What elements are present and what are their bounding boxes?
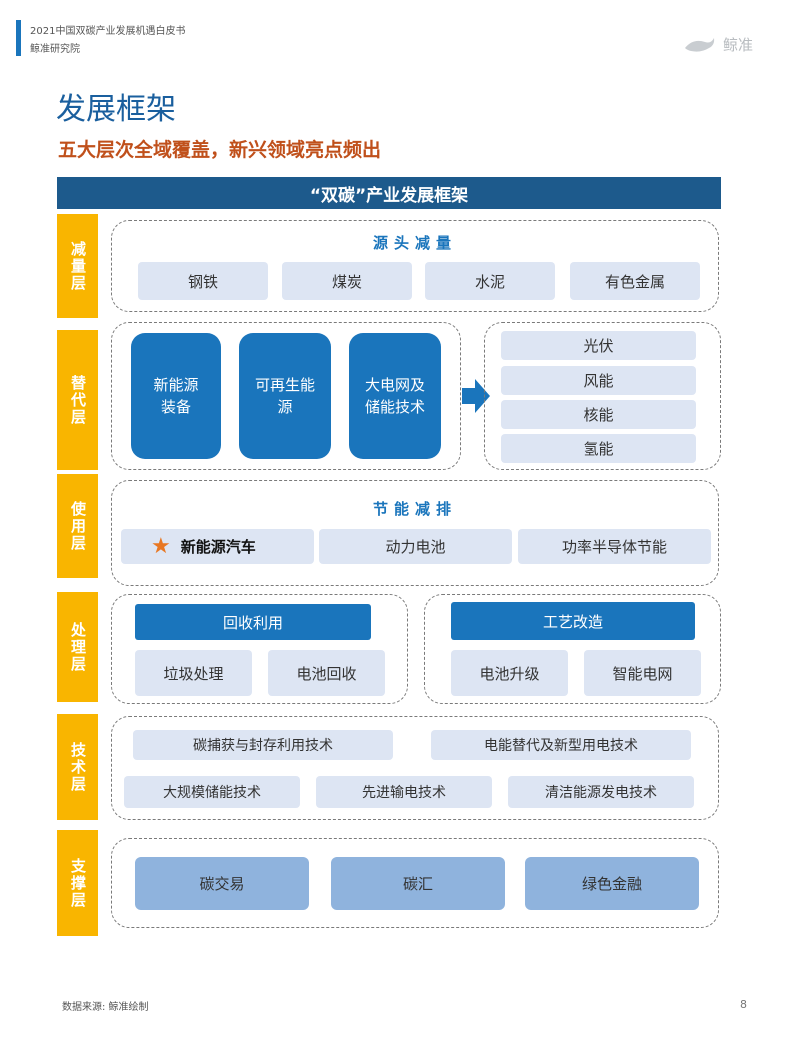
technology-item: 大规模储能技术 (124, 776, 300, 808)
recycle-item: 电池回收 (268, 650, 385, 696)
support-item: 碳交易 (135, 857, 309, 910)
process-upgrade-group (424, 594, 721, 704)
logo-text: 鲸准 (723, 35, 754, 54)
layer-tag-support: 支撑层 (57, 830, 98, 936)
substitution-main-item: 可再生能源 (239, 333, 331, 459)
recycle-item: 垃圾处理 (135, 650, 252, 696)
page-title: 发展框架 (56, 92, 176, 127)
header-accent-bar (16, 20, 21, 56)
support-item: 绿色金融 (525, 857, 699, 910)
org-name: 鲸准研究院 (30, 44, 80, 55)
technology-item: 清洁能源发电技术 (508, 776, 694, 808)
energy-item: 光伏 (501, 331, 696, 360)
energy-item: 核能 (501, 400, 696, 429)
substitution-main-label: 新能源装备 (153, 376, 199, 416)
technology-item: 碳捕获与封存利用技术 (133, 730, 393, 760)
page-number: 8 (740, 998, 747, 1011)
layer-tag-label: 处理层 (69, 621, 87, 673)
framework-banner: “双碳”产业发展框架 (57, 177, 721, 209)
page-subtitle: 五大层次全域覆盖，新兴领域亮点频出 (58, 139, 382, 161)
process-upgrade-item: 智能电网 (584, 650, 701, 696)
usage-heading: 节能减排 (372, 500, 457, 518)
layer-tag-label: 减量层 (69, 240, 87, 292)
reduction-item: 有色金属 (570, 262, 700, 300)
right-arrow-icon (462, 379, 490, 413)
layer-tag-substitution: 替代层 (57, 330, 98, 470)
recycle-group (111, 594, 408, 704)
recycle-title: 回收利用 (135, 604, 371, 640)
reduction-item: 钢铁 (138, 262, 268, 300)
energy-item: 氢能 (501, 434, 696, 463)
substitution-energy-group (484, 322, 721, 470)
energy-item: 风能 (501, 366, 696, 395)
support-group (111, 838, 719, 928)
usage-item-label: 新能源汽车 (180, 538, 256, 556)
substitution-main-group (111, 322, 461, 470)
report-title: 2021中国双碳产业发展机遇白皮书 (30, 26, 186, 37)
layer-tag-processing: 处理层 (57, 592, 98, 702)
reduction-heading: 源头减量 (372, 234, 457, 252)
substitution-main-label: 大电网及储能技术 (364, 376, 425, 416)
support-item: 碳汇 (331, 857, 505, 910)
layer-tag-label: 支撑层 (69, 857, 87, 909)
substitution-main-item: 新能源装备 (131, 333, 221, 459)
process-upgrade-item: 电池升级 (451, 650, 568, 696)
substitution-main-item: 大电网及储能技术 (349, 333, 441, 459)
whale-logo-icon (685, 38, 715, 52)
usage-item-highlight: ★ 新能源汽车 (121, 529, 314, 564)
layer-tag-reduction: 减量层 (57, 214, 98, 318)
usage-group (111, 480, 719, 586)
technology-item: 先进输电技术 (316, 776, 492, 808)
reduction-item: 煤炭 (282, 262, 412, 300)
layer-tag-technology: 技术层 (57, 714, 98, 820)
star-icon: ★ (151, 534, 171, 559)
brand-logo: 鲸准 (683, 28, 773, 60)
reduction-item: 水泥 (425, 262, 555, 300)
technology-group (111, 716, 719, 820)
usage-item: 功率半导体节能 (518, 529, 711, 564)
layer-tag-label: 替代层 (69, 374, 87, 426)
layer-tag-label: 使用层 (69, 500, 87, 552)
substitution-main-label: 可再生能源 (254, 376, 315, 416)
reduction-group (111, 220, 719, 312)
layer-tag-label: 技术层 (69, 741, 87, 793)
layer-tag-usage: 使用层 (57, 474, 98, 578)
technology-item: 电能替代及新型用电技术 (431, 730, 691, 760)
process-upgrade-title: 工艺改造 (451, 602, 695, 640)
usage-item: 动力电池 (319, 529, 512, 564)
data-source-note: 数据来源: 鲸准绘制 (62, 1002, 149, 1013)
